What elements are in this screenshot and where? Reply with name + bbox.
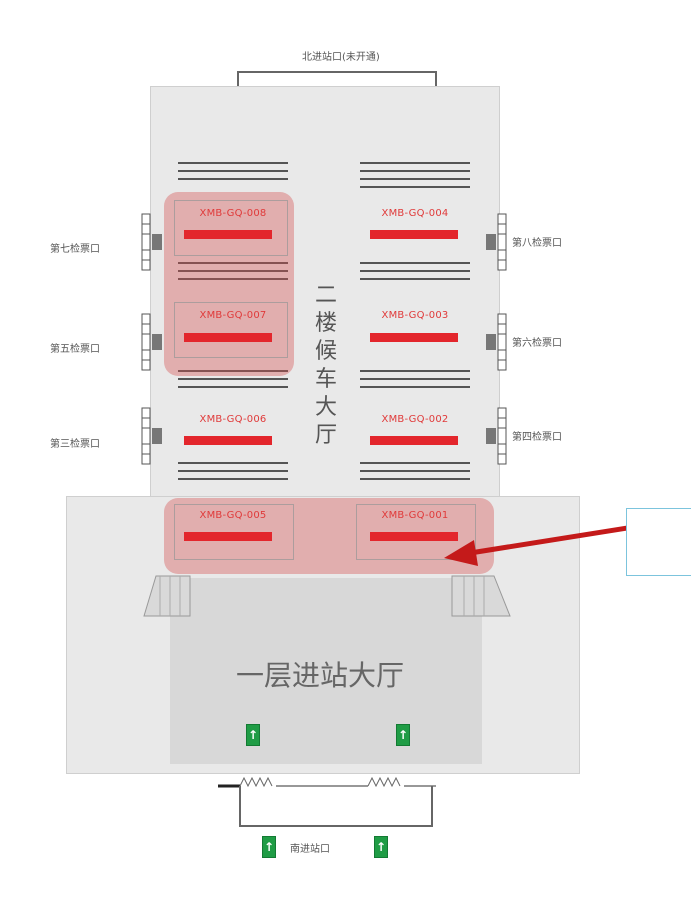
seat-rows-right-mid2 — [360, 370, 470, 394]
zone-bar-008[interactable] — [184, 230, 272, 239]
seat-rows-left-bottom — [178, 462, 288, 486]
zone-bar-002[interactable] — [370, 436, 458, 445]
zone-box-001 — [356, 504, 476, 560]
exit-sign-icon: ↑ — [396, 724, 410, 746]
zone-bar-001[interactable] — [370, 532, 458, 541]
zone-label-005: XMB-GQ-005 — [199, 510, 267, 521]
zone-label-007: XMB-GQ-007 — [199, 310, 267, 321]
zone-bar-003[interactable] — [370, 333, 458, 342]
ticket-gate-icon — [141, 213, 162, 271]
north-entrance-label: 北进站口(未开通) — [302, 52, 380, 63]
zone-label-003: XMB-GQ-003 — [381, 310, 449, 321]
ticket-gate-icon — [141, 313, 162, 371]
gate-label-8: 第八检票口 — [512, 238, 562, 249]
ticket-gate-icon — [141, 407, 162, 465]
exit-sign-icon: ↑ — [374, 836, 388, 858]
lower-hall-inner — [170, 578, 482, 764]
gate-label-5: 第五检票口 — [50, 344, 100, 355]
zone-label-008: XMB-GQ-008 — [199, 208, 267, 219]
gate-label-6: 第六检票口 — [512, 338, 562, 349]
zone-label-004: XMB-GQ-004 — [381, 208, 449, 219]
escalator-right — [451, 575, 511, 617]
exit-sign-icon: ↑ — [246, 724, 260, 746]
zone-box-008 — [174, 200, 288, 256]
seat-rows-right-mid1 — [360, 262, 470, 286]
seat-rows-right-top — [360, 162, 470, 194]
zone-bar-004[interactable] — [370, 230, 458, 239]
zone-label-002: XMB-GQ-002 — [381, 414, 449, 425]
gate-label-7: 第七检票口 — [50, 244, 100, 255]
seat-rows-left-mid1 — [178, 262, 288, 286]
gate-label-4: 第四检票口 — [512, 432, 562, 443]
highlight-left-group — [164, 192, 294, 376]
lower-hall-label: 一层进站大厅 — [236, 659, 405, 692]
callout-box — [626, 508, 691, 576]
ticket-gate-icon — [486, 407, 507, 465]
zone-label-006: XMB-GQ-006 — [199, 414, 267, 425]
upper-hall-label: 二楼候车大厅 — [314, 283, 337, 448]
zone-box-007 — [174, 302, 288, 358]
ticket-gate-icon — [486, 313, 507, 371]
exit-sign-icon: ↑ — [262, 836, 276, 858]
zone-bar-006[interactable] — [184, 436, 272, 445]
seat-rows-right-bottom — [360, 462, 470, 486]
ticket-gate-icon — [486, 213, 507, 271]
south-entrance-bracket — [218, 776, 436, 827]
seat-rows-left-mid2 — [178, 370, 288, 394]
zone-label-001: XMB-GQ-001 — [381, 510, 449, 521]
zone-box-005 — [174, 504, 294, 560]
upper-hall — [150, 86, 500, 500]
zone-bar-005[interactable] — [184, 532, 272, 541]
seat-rows-left-top — [178, 162, 288, 186]
escalator-left — [143, 575, 191, 617]
gate-label-3: 第三检票口 — [50, 439, 100, 450]
zone-bar-007[interactable] — [184, 333, 272, 342]
south-entrance-label: 南进站口 — [290, 844, 330, 855]
